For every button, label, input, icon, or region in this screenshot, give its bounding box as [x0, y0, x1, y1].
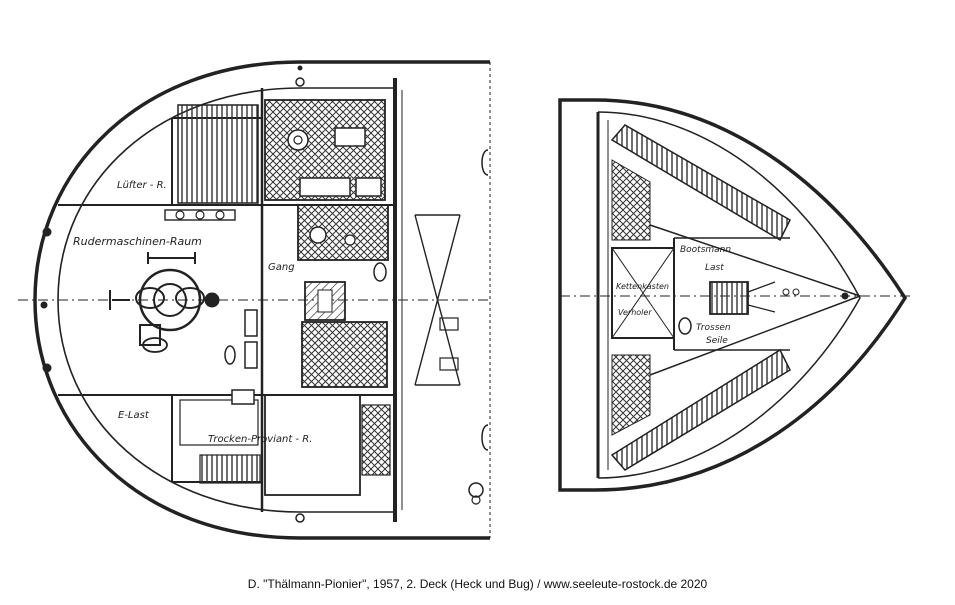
label-bootsmann: Bootsmann: [680, 245, 731, 255]
label-seile: Seile: [706, 336, 728, 346]
bow-hull-inner: [597, 111, 861, 479]
figure-caption: D. "Thälmann-Pionier", 1957, 2. Deck (He…: [247, 577, 708, 591]
stern-plan: [18, 60, 491, 540]
label-rudermaschinen-raum: Rudermaschinen-Raum: [73, 235, 202, 248]
label-luefter: Lüfter - R.: [117, 180, 167, 191]
label-trossen: Trossen: [696, 323, 731, 333]
label-trocken-proviant: Trocken-Proviant - R.: [208, 434, 312, 445]
label-gang: Gang: [268, 262, 295, 273]
bow-hull-outer: [558, 98, 908, 492]
steering-gear-icon: [109, 252, 220, 353]
label-kettenkasten: Kettenkasten: [616, 282, 669, 291]
stern-hatch-cross: [414, 214, 461, 386]
label-last: Last: [705, 263, 724, 273]
bow-plan: [558, 98, 910, 492]
stern-hull-outer: [33, 60, 490, 540]
label-e-last: E-Last: [118, 410, 150, 421]
label-verholer: Verholer: [618, 308, 652, 317]
